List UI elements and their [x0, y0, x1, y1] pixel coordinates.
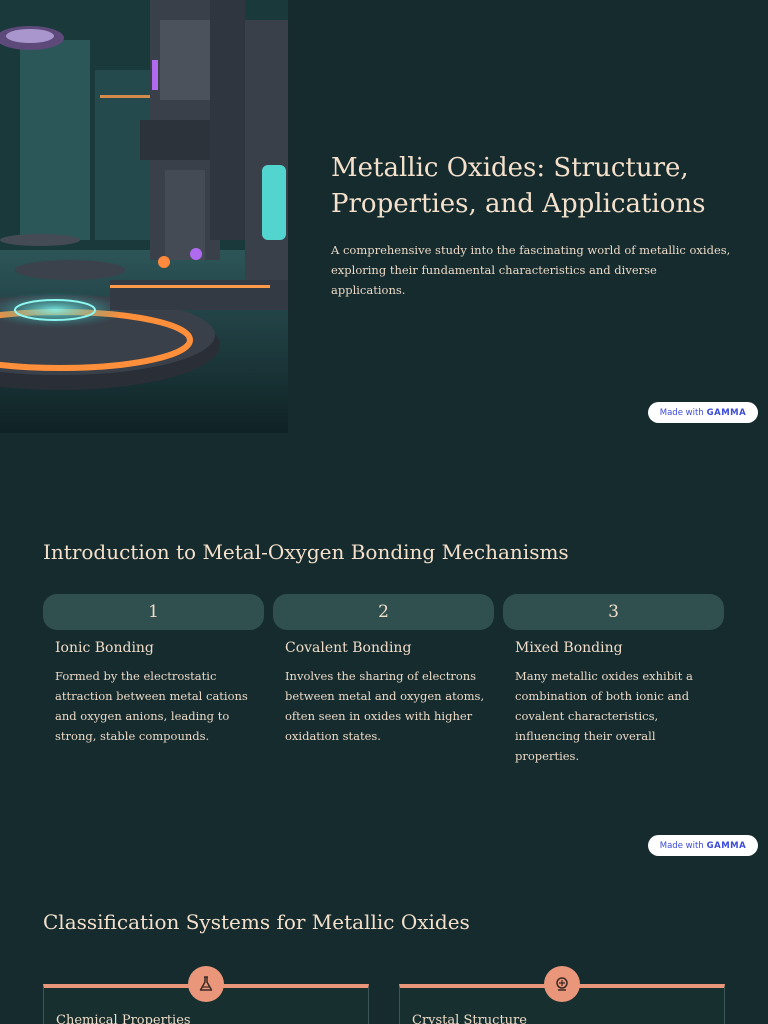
step-number-pill: 1: [43, 594, 264, 630]
step-description: Many metallic oxides exhibit a combinati…: [515, 669, 693, 763]
step-heading: Mixed Bonding: [515, 640, 623, 656]
crystal-icon: [544, 966, 580, 1002]
step-heading: Ionic Bonding: [55, 640, 154, 656]
step-number-pill: 2: [273, 594, 494, 630]
badge-brand: GAMMA: [706, 407, 747, 418]
flask-icon: [188, 966, 224, 1002]
card-label: Crystal Structure: [412, 1013, 527, 1024]
step-description: Involves the sharing of electrons betwee…: [285, 669, 485, 743]
step-description: Formed by the electrostatic attraction b…: [55, 669, 248, 743]
made-with-gamma-badge[interactable]: Made with GAMMA: [648, 402, 758, 423]
badge-prefix: Made with: [659, 407, 704, 418]
hero-subtitle: A comprehensive study into the fascinati…: [331, 243, 731, 297]
card-label: Chemical Properties: [56, 1013, 191, 1024]
step-number-pill: 3: [503, 594, 724, 630]
hero-image: [0, 0, 288, 433]
hero-title: Metallic Oxides: Structure, Properties, …: [331, 153, 706, 219]
made-with-gamma-badge[interactable]: Made with GAMMA: [648, 835, 758, 856]
classification-section-title: Classification Systems for Metallic Oxid…: [43, 910, 470, 934]
intro-section-title: Introduction to Metal-Oxygen Bonding Mec…: [43, 540, 569, 564]
badge-brand: GAMMA: [706, 840, 747, 851]
badge-prefix: Made with: [659, 840, 704, 851]
sci-fi-lab-illustration: [0, 0, 288, 433]
step-heading: Covalent Bonding: [285, 640, 412, 656]
